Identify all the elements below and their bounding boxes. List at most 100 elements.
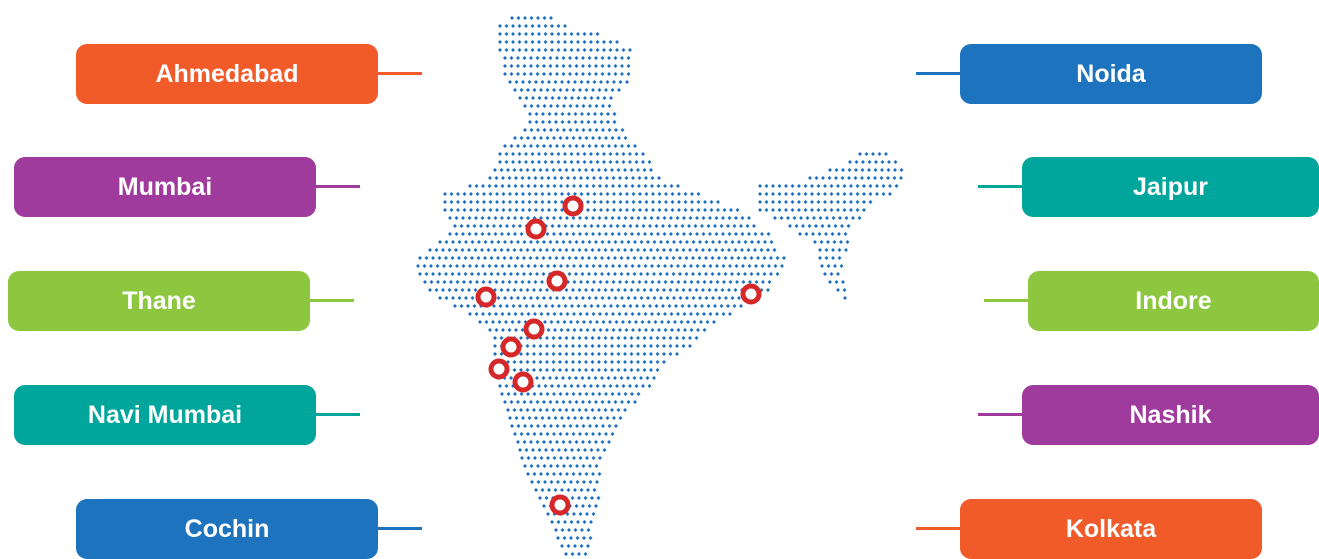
map-dot xyxy=(552,136,556,140)
map-dot xyxy=(818,256,822,260)
map-dot xyxy=(525,168,530,172)
map-dot xyxy=(535,240,540,244)
map-dot xyxy=(597,352,601,356)
map-dot xyxy=(531,96,535,100)
map-dot xyxy=(538,168,543,172)
map-dot xyxy=(502,272,507,276)
map-dot xyxy=(525,368,530,372)
map-dot xyxy=(573,80,577,84)
city-label-noida-text: Noida xyxy=(1076,59,1146,88)
map-dot xyxy=(581,504,585,508)
map-dot xyxy=(503,296,507,300)
map-dot xyxy=(543,384,548,388)
map-dot xyxy=(676,328,681,332)
map-dot xyxy=(649,336,653,340)
map-dot xyxy=(657,208,662,212)
map-dot xyxy=(672,240,676,244)
connector-cochin xyxy=(376,527,422,530)
map-dot xyxy=(532,88,537,92)
map-dot xyxy=(733,288,738,292)
map-dot xyxy=(642,368,647,372)
map-dot xyxy=(531,448,535,452)
map-dot xyxy=(507,280,512,284)
map-dot xyxy=(505,304,509,308)
map-dot xyxy=(437,256,442,260)
map-dot xyxy=(567,112,571,116)
map-dot xyxy=(469,200,473,204)
map-dot xyxy=(807,224,812,228)
map-dot xyxy=(488,192,493,196)
map-dot xyxy=(816,208,821,212)
map-dot xyxy=(686,320,690,324)
map-dot xyxy=(480,216,485,220)
city-label-noida: Noida xyxy=(960,44,1262,104)
map-dot xyxy=(559,176,564,180)
map-dot xyxy=(758,184,762,188)
map-dot xyxy=(636,352,640,356)
map-dot xyxy=(829,184,834,188)
map-dot xyxy=(587,272,591,276)
map-dot xyxy=(607,440,611,444)
map-dot xyxy=(576,96,581,100)
map-dot xyxy=(790,208,795,212)
map-dot xyxy=(684,272,689,276)
map-dot xyxy=(621,152,626,156)
map-dot xyxy=(450,256,455,260)
map-dot xyxy=(507,328,512,332)
map-dot xyxy=(589,32,593,36)
map-dot xyxy=(652,240,657,244)
map-dot xyxy=(498,32,502,36)
map-dot xyxy=(568,72,572,76)
map-dot xyxy=(567,256,572,260)
map-dot xyxy=(548,440,553,444)
map-dot xyxy=(794,224,799,228)
map-dot xyxy=(843,232,848,236)
map-dot xyxy=(715,312,719,316)
map-dot xyxy=(527,192,532,196)
map-dot xyxy=(644,280,648,284)
map-dot xyxy=(824,256,829,260)
map-dot xyxy=(655,344,660,348)
map-dot xyxy=(760,232,764,236)
map-dot xyxy=(481,264,485,268)
map-dot xyxy=(542,464,547,468)
map-dot xyxy=(553,416,558,420)
map-dot xyxy=(574,376,578,380)
map-dot xyxy=(676,264,680,268)
map-dot xyxy=(792,216,797,220)
map-dot xyxy=(610,432,615,436)
map-dot xyxy=(698,240,702,244)
map-dot xyxy=(667,224,672,228)
map-dot xyxy=(634,384,639,388)
map-dot xyxy=(594,296,598,300)
map-dot xyxy=(585,264,589,268)
map-dot xyxy=(609,304,613,308)
map-dot xyxy=(849,192,853,196)
map-dot xyxy=(656,232,660,236)
map-dot xyxy=(639,272,643,276)
map-dot xyxy=(498,24,502,28)
map-dot xyxy=(854,160,859,164)
map-dot xyxy=(681,336,686,340)
map-dot xyxy=(552,232,556,236)
map-dot xyxy=(626,376,630,380)
map-dot xyxy=(558,360,562,364)
map-dot xyxy=(519,408,523,412)
map-dot xyxy=(443,208,447,212)
map-dot xyxy=(653,320,658,324)
map-dot xyxy=(540,208,545,212)
map-dot xyxy=(625,208,629,212)
map-dot xyxy=(572,176,577,180)
map-dot xyxy=(691,256,695,260)
map-dot xyxy=(580,528,584,532)
map-dot xyxy=(617,216,621,220)
map-dot xyxy=(670,328,674,332)
map-dot xyxy=(548,296,553,300)
map-dot xyxy=(627,320,632,324)
map-dot xyxy=(824,248,829,252)
map-dot xyxy=(832,240,837,244)
map-dot xyxy=(536,424,540,428)
map-dot xyxy=(558,136,563,140)
map-dot xyxy=(483,240,488,244)
map-dot xyxy=(507,264,511,268)
